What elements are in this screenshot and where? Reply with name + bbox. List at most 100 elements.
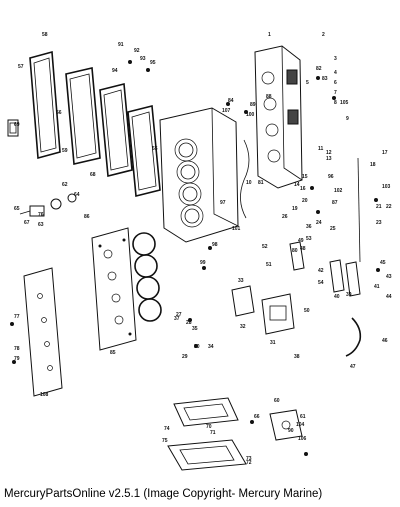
callout-number: 36	[306, 224, 312, 230]
callout-number: 31	[270, 340, 276, 346]
callout-number: 51	[266, 262, 272, 268]
callout-number: 14	[294, 182, 300, 188]
callout-number: 79	[14, 356, 20, 362]
callout-number: 39	[346, 292, 352, 298]
callout-number: 102	[334, 188, 343, 194]
cylinder-block	[159, 107, 239, 243]
callout-number: 59	[62, 148, 68, 154]
callout-number: 22	[386, 204, 392, 210]
callout-number: 74	[164, 426, 170, 432]
callout-number: 45	[380, 260, 386, 266]
callout-number: 12	[326, 150, 332, 156]
callout-number: 62	[62, 182, 68, 188]
callout-number: 30	[194, 344, 200, 350]
callout-number: 25	[330, 226, 336, 232]
callout-number: 94	[112, 68, 118, 74]
callout-number: 11	[318, 146, 324, 152]
callout-number: 100	[246, 112, 255, 118]
callout-number: 21	[376, 204, 382, 210]
callout-number: 56	[56, 110, 62, 116]
callout-number: 63	[38, 222, 44, 228]
callout-number: 104	[296, 422, 305, 428]
callout-number: 9	[346, 116, 349, 122]
callout-number: 65	[14, 206, 20, 212]
callout-number: 20	[302, 198, 308, 204]
callout-number: 49	[298, 238, 304, 244]
callout-number: 88	[266, 94, 272, 100]
callout-number: 64	[74, 192, 80, 198]
callout-number: 50	[304, 308, 310, 314]
thermostat-assembly	[19, 193, 77, 217]
callout-number: 57	[18, 64, 24, 70]
callout-number: 27	[176, 312, 182, 318]
callout-number: 19	[292, 206, 298, 212]
callout-number: 26	[282, 214, 288, 220]
callout-number: 87	[332, 200, 338, 206]
callout-number: 80	[292, 248, 298, 254]
callout-number: 4	[334, 70, 337, 76]
callout-number: 28	[186, 320, 192, 326]
crankcase-housing	[254, 45, 303, 189]
callout-number: 98	[212, 242, 218, 248]
callout-number: 32	[240, 324, 246, 330]
callout-number: 68	[90, 172, 96, 178]
callout-number: 10	[246, 180, 252, 186]
callout-number: 72	[246, 460, 252, 466]
head-gasket-rings	[132, 232, 162, 322]
callout-number: 75	[162, 438, 168, 444]
callout-number: 82	[316, 66, 322, 72]
cylinder-head-cover	[65, 67, 101, 165]
wire-spring	[240, 139, 250, 219]
callout-number: 101	[232, 226, 241, 232]
callout-number: 13	[326, 156, 332, 162]
callout-number: 52	[262, 244, 268, 250]
fasteners	[10, 60, 380, 456]
callout-number: 92	[134, 48, 140, 54]
callout-number: 108	[40, 392, 49, 398]
callout-number: 15	[302, 174, 308, 180]
callout-number: 61	[300, 414, 306, 420]
callout-number: 54	[318, 280, 324, 286]
callout-number: 37	[174, 316, 180, 322]
cylinder-head-gasket-1	[29, 50, 61, 160]
callout-number: 84	[228, 98, 234, 104]
callout-number: 107	[222, 108, 231, 114]
exhaust-cover-plate	[23, 267, 63, 397]
callout-number: 53	[306, 236, 312, 242]
callout-number: 106	[298, 436, 307, 442]
callout-number: 29	[182, 354, 188, 360]
callout-number: 99	[200, 260, 206, 266]
callout-number: 58	[42, 32, 48, 38]
callout-number: 44	[386, 294, 392, 300]
intake-manifold	[167, 397, 247, 471]
fuel-pump-bracket	[269, 409, 303, 441]
callout-number: 17	[382, 150, 388, 156]
callout-number: 93	[140, 56, 146, 62]
callout-number: 23	[376, 220, 382, 226]
callout-number: 33	[238, 278, 244, 284]
callout-number: 16	[300, 186, 306, 192]
callout-number: 40	[334, 294, 340, 300]
callout-number: 43	[386, 274, 392, 280]
callout-number: 66	[254, 414, 260, 420]
callout-number: 91	[118, 42, 124, 48]
callout-number: 76	[38, 212, 44, 218]
callout-number: 90	[288, 428, 294, 434]
callout-number: 8	[334, 100, 337, 106]
callout-number: 55	[152, 146, 158, 152]
callout-number: 46	[382, 338, 388, 344]
callout-number: 41	[374, 284, 380, 290]
callout-number: 1	[268, 32, 271, 38]
callout-number: 42	[318, 268, 324, 274]
callout-number: 85	[110, 350, 116, 356]
callout-number: 78	[14, 346, 20, 352]
callout-number: 3	[334, 56, 337, 62]
callout-number: 7	[334, 90, 337, 96]
callout-number: 6	[334, 80, 337, 86]
callout-number: 96	[328, 174, 334, 180]
callout-number: 69	[14, 122, 20, 128]
callout-number: 95	[150, 60, 156, 66]
